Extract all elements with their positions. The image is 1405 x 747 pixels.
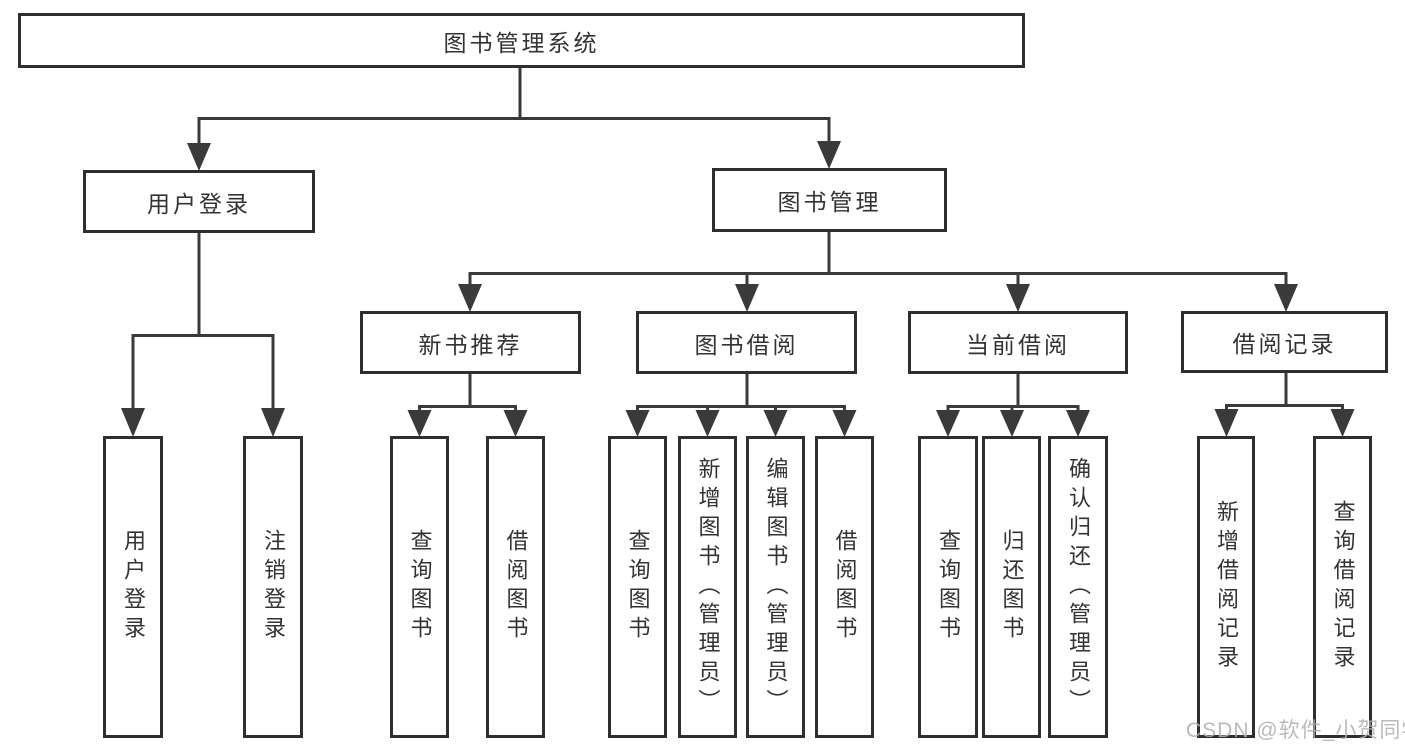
- leaf-newbooks-borrow-book: 借阅图书: [486, 436, 545, 738]
- leaf-records-query-record: 查询借阅记录: [1313, 436, 1372, 738]
- leaf-current-query-book: 查询图书: [918, 436, 978, 738]
- node-borrow-records: 借阅记录: [1181, 311, 1388, 373]
- leaf-current-confirm-return-admin: 确认归还（管理员）: [1048, 436, 1108, 738]
- node-root: 图书管理系统: [18, 13, 1025, 68]
- leaf-user-login: 用户登录: [103, 436, 163, 738]
- leaf-current-return-book: 归还图书: [982, 436, 1041, 738]
- csdn-watermark: CSDN @软件_小贺同学: [1186, 719, 1405, 742]
- leaf-borrow-add-book-admin: 新增图书（管理员）: [678, 436, 737, 738]
- node-user-login: 用户登录: [83, 170, 315, 233]
- leaf-borrow-query-book: 查询图书: [608, 436, 667, 738]
- node-book-borrow: 图书借阅: [636, 311, 857, 374]
- leaf-borrow-edit-book-admin: 编辑图书（管理员）: [746, 436, 805, 738]
- node-book-management: 图书管理: [712, 168, 947, 232]
- node-new-book-recommend: 新书推荐: [360, 311, 581, 374]
- leaf-newbooks-query-book: 查询图书: [390, 436, 449, 738]
- leaf-logout-login: 注销登录: [243, 436, 303, 738]
- leaf-records-add-record: 新增借阅记录: [1197, 436, 1255, 738]
- leaf-borrow-borrow-book: 借阅图书: [815, 436, 874, 738]
- node-current-borrow: 当前借阅: [908, 311, 1128, 374]
